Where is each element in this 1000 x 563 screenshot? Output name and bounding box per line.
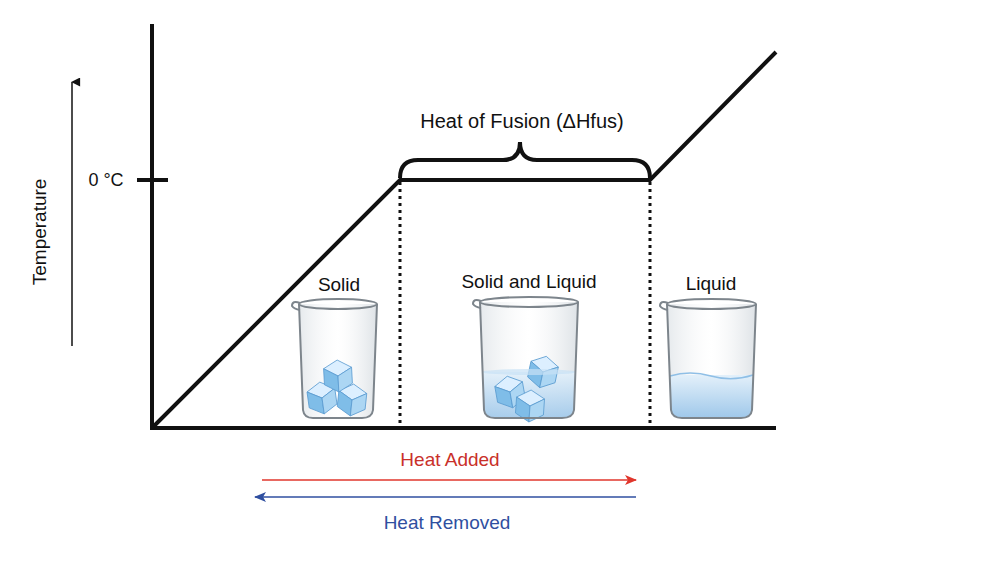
phase-label: Solid <box>318 274 360 296</box>
phase-boundary <box>649 182 652 426</box>
beaker-liquid <box>660 299 756 418</box>
beaker-solid <box>292 299 377 418</box>
phase-label: Solid and Liquid <box>461 271 596 293</box>
temperature-arrow <box>71 82 73 346</box>
beaker-solid-and-liquid <box>473 297 578 423</box>
x-axis <box>150 426 776 430</box>
heating-curve <box>152 52 776 428</box>
axis-tick <box>137 178 168 182</box>
heat-added-arrow <box>262 479 636 481</box>
brace-label: Heat of Fusion (ΔHfus) <box>420 110 623 133</box>
arrow-label: Heat Added <box>400 449 499 471</box>
curly-brace <box>400 142 650 178</box>
y-axis <box>150 24 154 430</box>
phase-boundary <box>399 182 402 426</box>
axis-title: Temperature <box>29 179 51 286</box>
heat-removed-arrow <box>255 496 636 498</box>
arrow-label: Heat Removed <box>384 512 511 534</box>
phase-label: Liquid <box>686 273 737 295</box>
tick-label: 0 °C <box>88 170 123 191</box>
